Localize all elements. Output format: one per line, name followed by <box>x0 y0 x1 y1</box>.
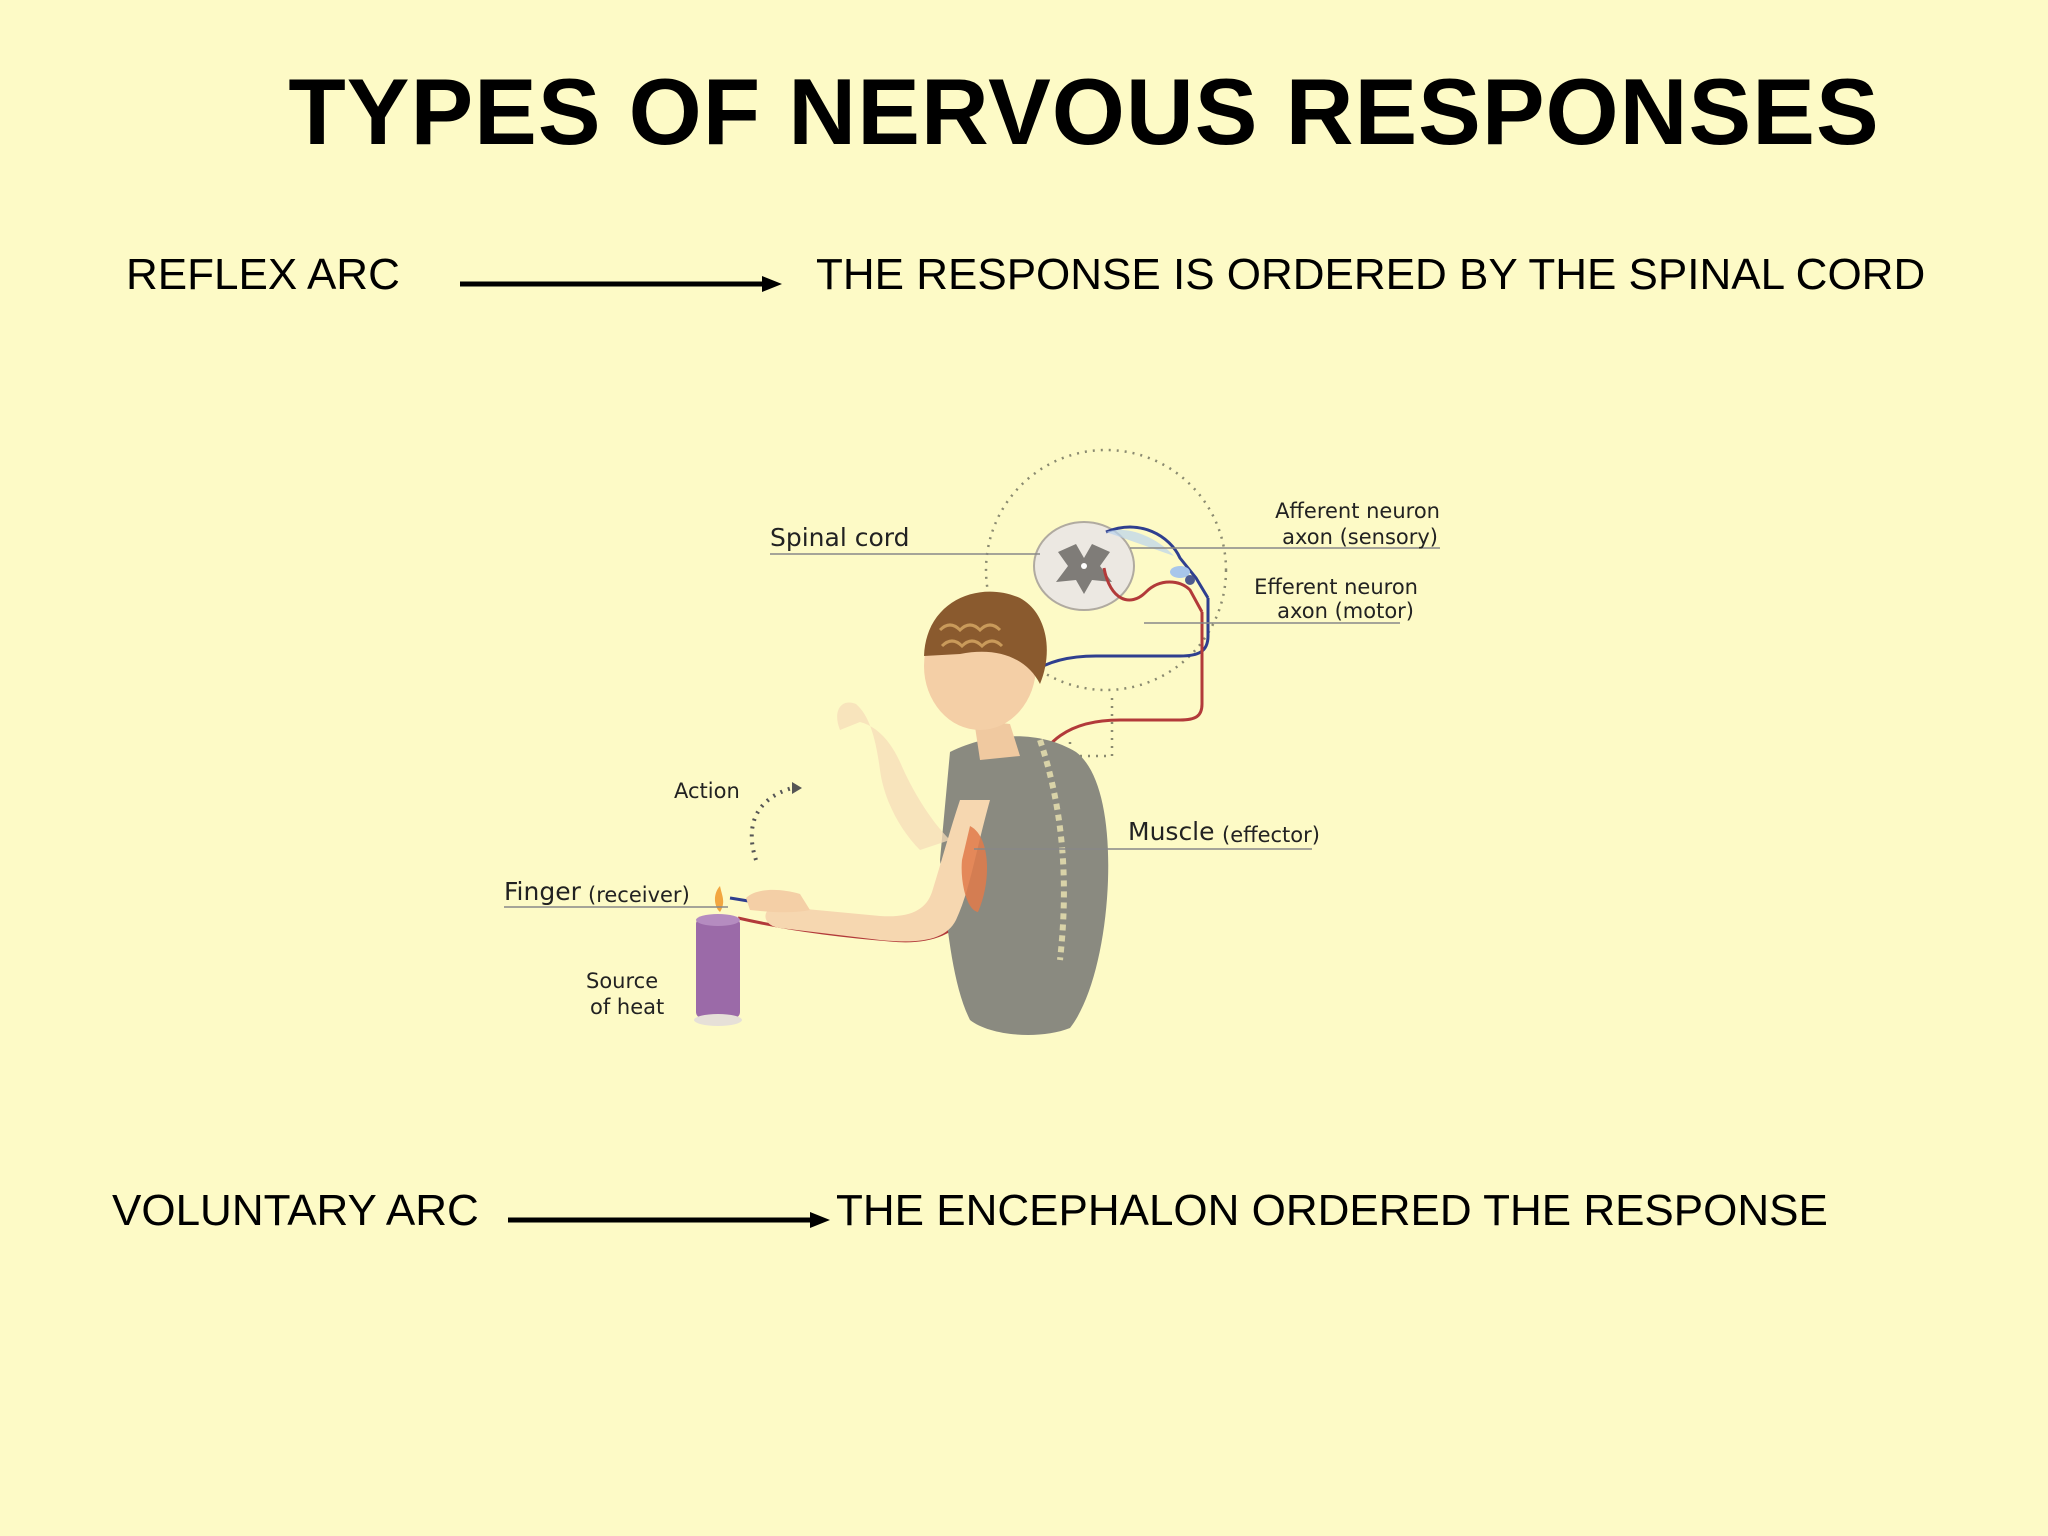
reflex-arc-diagram: Spinal cord Afferent neuron axon (sensor… <box>504 448 1440 1035</box>
candle-heat-source <box>694 886 742 1026</box>
reflex-arrow <box>460 276 782 292</box>
label-finger-role: (receiver) <box>588 883 690 907</box>
magnifier-circle <box>984 448 1228 692</box>
voluntary-arc-term: VOLUNTARY ARC <box>112 1186 479 1235</box>
muscle-icon <box>961 826 988 912</box>
label-afferent-line2: axon (sensory) <box>1282 525 1438 549</box>
reflex-arc-term: REFLEX ARC <box>126 250 400 299</box>
reflex-arc-description: THE RESPONSE IS ORDERED BY THE SPINAL CO… <box>816 250 1926 299</box>
voluntary-arrow <box>508 1212 830 1228</box>
label-efferent-line1: Efferent neuron <box>1254 575 1418 599</box>
label-source-line1: Source <box>586 969 658 993</box>
efferent-neuron-axon <box>1102 567 1204 613</box>
slide-title: TYPES OF NERVOUS RESPONSES <box>288 59 1880 164</box>
label-muscle-role: (effector) <box>1222 823 1320 847</box>
label-muscle: Muscle <box>1128 817 1215 846</box>
label-afferent-line1: Afferent neuron <box>1275 499 1440 523</box>
voluntary-arc-description: THE ENCEPHALON ORDERED THE RESPONSE <box>836 1186 1828 1235</box>
label-source-line2: of heat <box>590 995 664 1019</box>
brain-icon <box>924 591 1047 684</box>
label-efferent-line2: axon (motor) <box>1277 599 1414 623</box>
label-spinal-cord: Spinal cord <box>770 523 910 552</box>
afferent-neuron-axon <box>1105 525 1210 599</box>
spinal-cord-cross-section <box>1033 521 1135 611</box>
person-illustration <box>746 591 1109 1035</box>
label-finger: Finger <box>504 877 582 906</box>
label-action: Action <box>674 779 740 803</box>
action-arrow <box>749 786 793 861</box>
